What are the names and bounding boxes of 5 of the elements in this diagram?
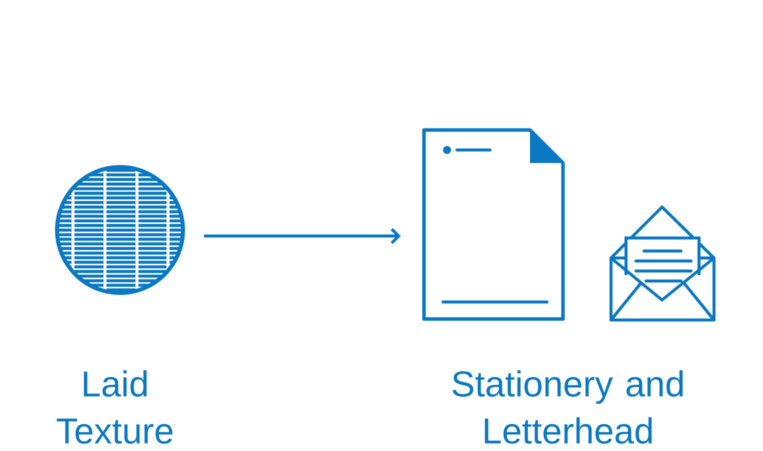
arrow bbox=[204, 228, 401, 244]
texture-swatch-drawing bbox=[55, 165, 185, 295]
node-label: Laid Texture bbox=[56, 370, 172, 444]
document-drawing bbox=[422, 128, 565, 321]
node-label: Stationery and Letterhead bbox=[452, 370, 683, 444]
